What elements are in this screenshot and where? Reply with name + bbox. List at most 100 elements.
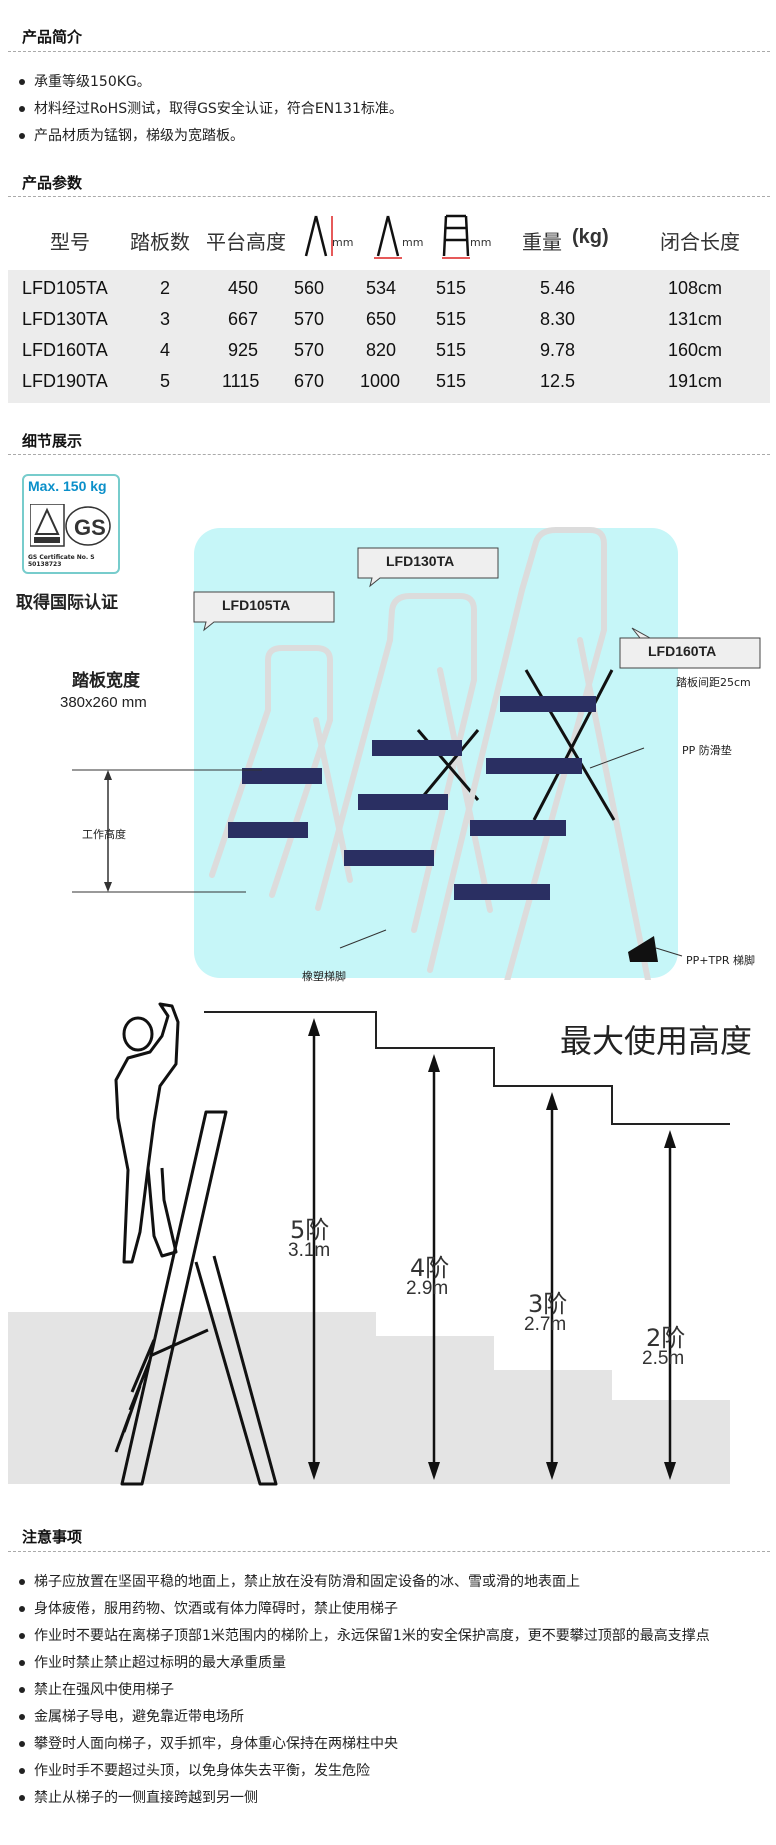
list-item: 承重等级150KG。 — [14, 72, 768, 92]
cell-dim-b: 534 — [366, 278, 397, 298]
table-row: LFD105TA 2 450 560 534 515 5.46 108cm — [8, 274, 770, 304]
list-item: 梯子应放置在坚固平稳的地面上，禁止放在没有防滑和固定设备的冰、雪或滑的地表面上 — [14, 1572, 768, 1592]
cell-platform: 925 — [228, 340, 259, 360]
cell-dim-a: 570 — [294, 309, 325, 329]
step-spacing-label: 踏板间距25cm — [676, 676, 751, 689]
tag-lfd160ta: LFD160TA — [648, 643, 717, 659]
list-item: 作业时手不要超过头顶，以免身体失去平衡，发生危险 — [14, 1761, 768, 1781]
tuv-gs-logo-icon: GS — [30, 504, 111, 547]
unit-mm: mm — [470, 236, 492, 249]
col-model: 型号 — [50, 230, 90, 254]
ladder-height-icon — [304, 215, 333, 257]
cell-dim-a: 570 — [294, 340, 325, 360]
cert-caption: 取得国际认证 — [16, 593, 118, 613]
cell-model: LFD190TA — [22, 371, 108, 391]
divider — [8, 51, 770, 52]
divider — [8, 454, 770, 455]
gs-cert-badge: Max. 150 kg GS GS Certificate No. S 5013… — [22, 474, 120, 574]
intro-list: 承重等级150KG。 材料经过RoHS测试，取得GS安全认证，符合EN131标准… — [14, 72, 768, 153]
cell-dim-b: 1000 — [360, 371, 401, 391]
cell-steps: 3 — [160, 309, 171, 329]
cell-platform: 1115 — [222, 371, 260, 391]
tag-lfd105ta: LFD105TA — [222, 597, 291, 613]
cell-weight: 8.30 — [540, 309, 576, 329]
cell-dim-c: 515 — [436, 309, 467, 329]
cell-steps: 4 — [160, 340, 171, 360]
table-body: LFD105TA 2 450 560 534 515 5.46 108cm LF… — [8, 270, 770, 403]
cert-number: GS Certificate No. S 50138723 — [28, 554, 95, 568]
list-item: 作业时禁止禁止超过标明的最大承重质量 — [14, 1653, 768, 1673]
pp-tpr-feet-label: PP+TPR 梯脚 — [686, 954, 755, 967]
step-3-value: 2.7m — [524, 1314, 567, 1335]
cell-dim-b: 820 — [366, 340, 397, 360]
step-4-label: 4阶 — [410, 1254, 450, 1282]
step-3-label: 3阶 — [528, 1290, 568, 1318]
list-item: 产品材质为锰钢，梯级为宽踏板。 — [14, 126, 768, 146]
cell-dim-a: 670 — [294, 371, 325, 391]
cert-max-load: Max. 150 kg — [28, 478, 107, 494]
list-item: 攀登时人面向梯子，双手抓牢，身体重心保持在两梯柱中央 — [14, 1734, 768, 1754]
divider — [8, 1551, 770, 1552]
cell-length: 160cm — [668, 340, 723, 360]
cell-steps: 5 — [160, 371, 171, 391]
params-table: 型号 踏板数 平台高度 mm mm mm 重量 (kg) 闭合长度 LFD105… — [8, 202, 770, 403]
cell-dim-c: 515 — [436, 340, 467, 360]
ladder-product-illustration — [72, 527, 761, 980]
list-item: 材料经过RoHS测试，取得GS安全认证，符合EN131标准。 — [14, 99, 768, 119]
table-row: LFD190TA 5 1115 670 1000 515 12.5 191cm — [8, 367, 770, 397]
cell-length: 108cm — [668, 278, 723, 298]
cell-weight: 9.78 — [540, 340, 576, 360]
unit-mm: mm — [402, 236, 424, 249]
col-closed-length: 闭合长度 — [660, 230, 740, 254]
max-height-title: 最大使用高度 — [560, 1022, 753, 1060]
step-4-value: 2.9m — [406, 1278, 449, 1299]
cell-model: LFD105TA — [22, 278, 108, 298]
cell-model: LFD130TA — [22, 309, 108, 329]
cell-steps: 2 — [160, 278, 171, 298]
cell-dim-c: 515 — [436, 371, 467, 391]
notes-title: 注意事项 — [22, 1528, 83, 1546]
tread-width-value: 380x260 mm — [60, 694, 147, 711]
col-platform-height: 平台高度 — [206, 230, 286, 254]
col-weight-unit: (kg) — [572, 226, 609, 248]
rubber-feet-label: 橡塑梯脚 — [302, 970, 346, 983]
table-header: 型号 踏板数 平台高度 mm mm mm 重量 (kg) 闭合长度 — [8, 202, 770, 270]
cell-model: LFD160TA — [22, 340, 108, 360]
col-steps: 踏板数 — [130, 230, 190, 254]
cell-platform: 450 — [228, 278, 259, 298]
step-2-value: 2.5m — [642, 1348, 685, 1369]
tag-lfd130ta: LFD130TA — [386, 553, 455, 569]
pp-pad-label: PP 防滑垫 — [682, 744, 732, 757]
cell-weight: 12.5 — [540, 371, 576, 391]
svg-text:GS: GS — [74, 515, 106, 540]
unit-mm: mm — [332, 236, 354, 249]
ladder-depth-icon — [374, 215, 402, 259]
cell-platform: 667 — [228, 309, 259, 329]
details-title: 细节展示 — [22, 432, 83, 450]
list-item: 作业时不要站在离梯子顶部1米范围内的梯阶上，永远保留1米的安全保护高度，更不要攀… — [14, 1626, 768, 1646]
working-height-label: 工作高度 — [82, 828, 126, 841]
max-height-diagram — [8, 1002, 730, 1486]
table-row: LFD130TA 3 667 570 650 515 8.30 131cm — [8, 305, 770, 335]
cell-length: 131cm — [668, 309, 723, 329]
cell-length: 191cm — [668, 371, 723, 391]
cell-dim-c: 515 — [436, 278, 467, 298]
step-5-value: 3.1m — [288, 1240, 331, 1261]
divider — [8, 196, 770, 197]
table-row: LFD160TA 4 925 570 820 515 9.78 160cm — [8, 336, 770, 366]
list-item: 身体疲倦，服用药物、饮酒或有体力障碍时，禁止使用梯子 — [14, 1599, 768, 1619]
tread-width-label: 踏板宽度 — [72, 671, 140, 691]
cell-dim-a: 560 — [294, 278, 325, 298]
list-item: 禁止在强风中使用梯子 — [14, 1680, 768, 1700]
cell-weight: 5.46 — [540, 278, 576, 298]
step-5-label: 5阶 — [290, 1216, 330, 1244]
intro-title: 产品简介 — [22, 28, 83, 46]
notes-list: 梯子应放置在坚固平稳的地面上，禁止放在没有防滑和固定设备的冰、雪或滑的地表面上 … — [14, 1572, 768, 1815]
ladder-width-icon — [442, 214, 470, 259]
list-item: 禁止从梯子的一侧直接跨越到另一侧 — [14, 1788, 768, 1808]
cell-dim-b: 650 — [366, 309, 397, 329]
step-2-label: 2阶 — [646, 1324, 686, 1352]
params-title: 产品参数 — [22, 174, 83, 192]
col-weight: 重量 — [522, 230, 562, 254]
list-item: 金属梯子导电，避免靠近带电场所 — [14, 1707, 768, 1727]
